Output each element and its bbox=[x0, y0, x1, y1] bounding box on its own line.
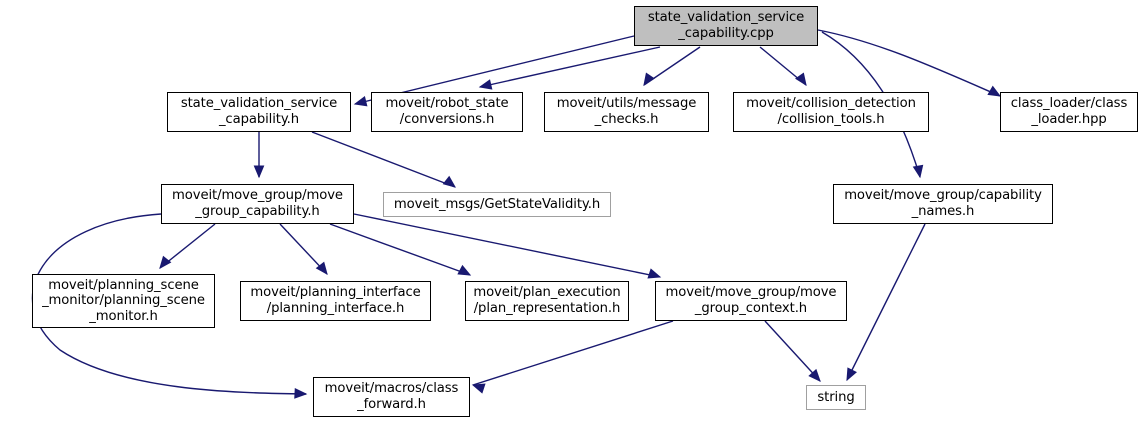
graph-arrowhead bbox=[987, 85, 1002, 97]
graph-arrowhead bbox=[442, 175, 457, 188]
graph-node-label: moveit_msgs/GetStateValidity.h bbox=[393, 196, 601, 212]
graph-edge-root-to-robot_state_conv bbox=[479, 46, 661, 88]
graph-edge-root-to-class_loader bbox=[817, 29, 1001, 97]
edges-group bbox=[31, 29, 1001, 395]
graph-node-class_loader[interactable]: class_loader/class _loader.hpp bbox=[1000, 92, 1138, 132]
arrowheads-group bbox=[159, 72, 1002, 399]
graph-node-mg_context[interactable]: moveit/move_group/move _group_context.h bbox=[655, 281, 847, 321]
graph-arrowhead bbox=[353, 96, 368, 107]
graph-node-label: moveit/move_group/capability _names.h bbox=[844, 188, 1042, 219]
graph-arrowhead bbox=[846, 367, 857, 382]
graph-arrowhead bbox=[457, 264, 472, 276]
graph-arrowhead bbox=[294, 388, 308, 399]
graph-node-label: moveit/macros/class _forward.h bbox=[324, 381, 459, 412]
graph-arrowhead bbox=[808, 368, 821, 382]
graph-node-label: moveit/robot_state /conversions.h bbox=[385, 96, 509, 127]
graph-node-collision_tools[interactable]: moveit/collision_detection /collision_to… bbox=[733, 92, 929, 132]
graph-arrowhead bbox=[471, 383, 486, 394]
graph-arrowhead bbox=[795, 72, 807, 87]
graph-node-get_state_validity[interactable]: moveit_msgs/GetStateValidity.h bbox=[383, 192, 611, 217]
graph-node-planning_interface[interactable]: moveit/planning_interface /planning_inte… bbox=[240, 281, 431, 321]
graph-arrowhead bbox=[912, 164, 924, 179]
graph-arrowhead bbox=[478, 79, 493, 90]
graph-node-label: moveit/utils/message _checks.h bbox=[556, 96, 697, 127]
graph-node-label: string bbox=[817, 389, 855, 405]
graph-edge-capability_names-to-string bbox=[846, 223, 926, 381]
graph-edge-svs_h-to-get_state_validity bbox=[311, 131, 456, 188]
graph-node-capability_names[interactable]: moveit/move_group/capability _names.h bbox=[833, 184, 1053, 224]
graph-node-mg_capability[interactable]: moveit/move_group/move _group_capability… bbox=[161, 184, 354, 224]
graph-node-string[interactable]: string bbox=[806, 385, 866, 410]
graph-node-label: state_validation_service _capability.cpp bbox=[647, 10, 805, 41]
graph-node-root[interactable]: state_validation_service _capability.cpp bbox=[634, 6, 818, 46]
graph-node-label: moveit/planning_interface /planning_inte… bbox=[250, 285, 421, 316]
graph-arrowhead bbox=[647, 268, 662, 279]
graph-node-robot_state_conv[interactable]: moveit/robot_state /conversions.h bbox=[371, 92, 523, 132]
graph-edge-mg_capability-to-mg_context bbox=[353, 213, 661, 278]
graph-node-label: state_validation_service _capability.h bbox=[180, 96, 338, 127]
graph-arrowhead bbox=[253, 165, 265, 179]
graph-node-label: moveit/move_group/move _group_context.h bbox=[665, 285, 837, 316]
graph-node-label: class_loader/class _loader.hpp bbox=[1010, 96, 1128, 127]
graph-node-plan_representation[interactable]: moveit/plan_execution /plan_representati… bbox=[465, 281, 629, 321]
graph-node-label: moveit/planning_scene _monitor/planning_… bbox=[42, 277, 205, 324]
graph-node-message_checks[interactable]: moveit/utils/message _checks.h bbox=[544, 92, 709, 132]
graph-node-class_forward[interactable]: moveit/macros/class _forward.h bbox=[313, 377, 470, 417]
graph-edge-mg_capability-to-plan_representation bbox=[329, 223, 471, 276]
graph-edge-mg_context-to-string bbox=[764, 320, 821, 382]
graph-edge-mg_capability-to-class_forward bbox=[31, 213, 307, 395]
graph-edge-mg_context-to-class_forward bbox=[472, 320, 674, 386]
graph-node-svs_h[interactable]: state_validation_service _capability.h bbox=[167, 92, 351, 132]
graph-arrowhead bbox=[643, 72, 655, 87]
graph-node-label: moveit/collision_detection /collision_to… bbox=[746, 96, 916, 127]
graph-node-label: moveit/move_group/move _group_capability… bbox=[172, 188, 343, 219]
graph-node-planning_scene_monitor[interactable]: moveit/planning_scene _monitor/planning_… bbox=[32, 274, 215, 328]
graph-arrowhead bbox=[315, 261, 328, 276]
graph-node-label: moveit/plan_execution /plan_representati… bbox=[473, 285, 621, 316]
graph-edge-root-to-capability_names bbox=[821, 31, 921, 178]
graph-arrowhead bbox=[159, 255, 172, 270]
